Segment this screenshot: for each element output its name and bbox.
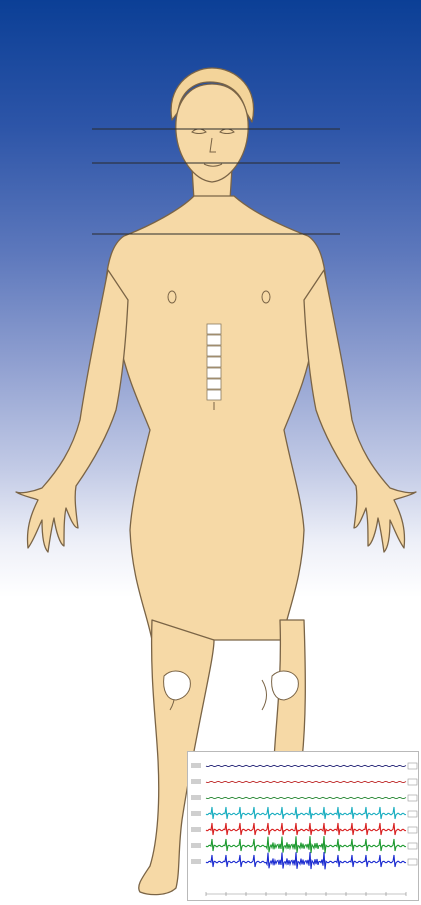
ecg-trace-channel-3 (206, 797, 406, 798)
left-arm (16, 270, 128, 552)
ecg-chart (188, 752, 420, 902)
ecg-panel (187, 751, 419, 901)
channel-scale-box (408, 763, 417, 769)
ecg-trace-channel-5 (206, 823, 406, 835)
channel-scale-box (408, 827, 417, 833)
electrode-segment (207, 335, 221, 345)
channel-label-marker (191, 795, 201, 800)
ecg-trace-channel-6 (206, 836, 406, 853)
channel-label-marker (191, 779, 201, 784)
right-arm (304, 270, 416, 552)
channel-scale-box (408, 795, 417, 801)
channel-scale-box (408, 779, 417, 785)
torso (106, 196, 326, 640)
electrode-segment (207, 324, 221, 334)
electrode-segment (207, 390, 221, 400)
electrode-segment (207, 346, 221, 356)
channel-scale-box (408, 843, 417, 849)
electrode-segment (207, 357, 221, 367)
electrode-segment (207, 379, 221, 389)
ecg-trace-channel-7 (206, 852, 406, 869)
right-knee-detail (262, 680, 267, 710)
ecg-trace-channel-1 (206, 765, 406, 766)
channel-scale-box (408, 859, 417, 865)
channel-label-marker (191, 843, 201, 848)
channel-label-marker (191, 827, 201, 832)
channel-label-marker (191, 859, 201, 864)
ecg-trace-channel-2 (206, 781, 406, 782)
channel-label-marker (191, 763, 201, 768)
electrode-segment (207, 368, 221, 378)
head (176, 84, 248, 182)
ecg-trace-channel-4 (206, 807, 406, 819)
electrode-strip (207, 324, 221, 400)
channel-label-marker (191, 811, 201, 816)
channel-scale-box (408, 811, 417, 817)
